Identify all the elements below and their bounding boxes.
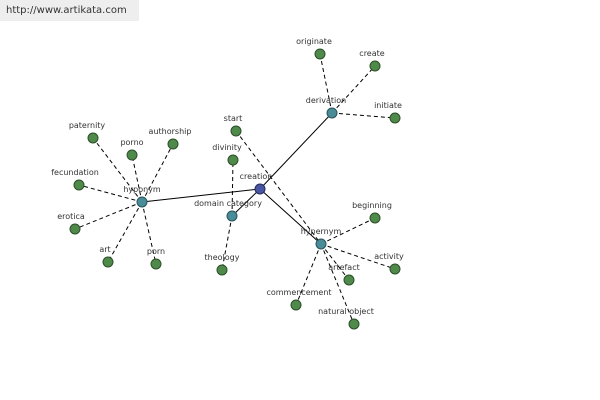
node-art[interactable] xyxy=(102,256,114,268)
label-initiate[interactable]: initiate xyxy=(374,101,402,110)
label-originate[interactable]: originate xyxy=(296,37,332,46)
edge-hypernym-natural-object xyxy=(320,243,355,325)
edge-hyponym-authorship xyxy=(141,143,174,203)
edge-hyponym-fecundation xyxy=(78,184,143,203)
node-creation[interactable] xyxy=(254,183,266,195)
node-initiate[interactable] xyxy=(389,112,401,124)
node-start[interactable] xyxy=(230,125,242,137)
edge-hypernym-activity xyxy=(320,243,396,270)
edge-creation-hyponym xyxy=(141,188,261,203)
label-hyponym[interactable]: hyponym xyxy=(123,185,161,194)
source-link[interactable]: http://www.artikata.com xyxy=(0,0,139,21)
edge-domain-category-divinity xyxy=(231,159,234,217)
edge-hypernym-artefact xyxy=(320,243,350,281)
edge-creation-hypernym xyxy=(259,188,322,245)
edge-hypernym-commencement xyxy=(295,243,322,306)
node-natural-object[interactable] xyxy=(348,318,360,330)
edge-derivation-initiate xyxy=(331,112,396,119)
label-creation[interactable]: creation xyxy=(240,172,273,181)
label-start[interactable]: start xyxy=(224,114,243,123)
graph-labels: originate create initiate start divinity theo… xyxy=(51,37,404,316)
node-theology[interactable] xyxy=(216,264,228,276)
label-create[interactable]: create xyxy=(359,49,384,58)
node-hyponym[interactable] xyxy=(136,196,148,208)
node-hypernym[interactable] xyxy=(315,238,327,250)
label-paternity[interactable]: paternity xyxy=(69,121,106,130)
node-porno[interactable] xyxy=(126,149,138,161)
label-fecundation[interactable]: fecundation xyxy=(51,168,99,177)
label-erotica[interactable]: erotica xyxy=(57,212,85,221)
label-natural-object[interactable]: natural object xyxy=(318,307,374,316)
edge-creation-derivation xyxy=(259,112,333,190)
edge-domain-category-theology xyxy=(221,215,233,271)
node-fecundation[interactable] xyxy=(73,179,85,191)
edge-hyponym-porno xyxy=(131,154,143,203)
edge-derivation-create xyxy=(331,65,376,114)
node-artefact[interactable] xyxy=(343,274,355,286)
label-beginning[interactable]: beginning xyxy=(352,201,392,210)
label-theology[interactable]: theology xyxy=(205,253,240,262)
label-porn[interactable]: porn xyxy=(147,247,165,256)
node-create[interactable] xyxy=(369,60,381,72)
label-art[interactable]: art xyxy=(99,245,110,254)
node-activity[interactable] xyxy=(389,263,401,275)
label-hypernym[interactable]: hypernym xyxy=(301,227,342,236)
node-divinity[interactable] xyxy=(227,154,239,166)
edge-hyponym-porn xyxy=(141,201,157,265)
label-commencement[interactable]: commencement xyxy=(266,288,331,297)
label-artefact[interactable]: artefact xyxy=(328,263,360,272)
node-porn[interactable] xyxy=(150,258,162,270)
edge-hyponym-erotica xyxy=(74,201,143,230)
label-derivation[interactable]: derivation xyxy=(306,96,346,105)
edge-hypernym-beginning xyxy=(320,217,376,245)
edge-hyponym-art xyxy=(107,201,143,263)
node-erotica[interactable] xyxy=(69,223,81,235)
node-originate[interactable] xyxy=(314,48,326,60)
node-domain-category[interactable] xyxy=(226,210,238,222)
edge-derivation-originate xyxy=(319,53,333,114)
edge-start-hypernym xyxy=(235,130,322,245)
graph-edges xyxy=(74,53,396,325)
label-authorship[interactable]: authorship xyxy=(149,127,192,136)
node-authorship[interactable] xyxy=(167,138,179,150)
node-paternity[interactable] xyxy=(87,132,99,144)
label-divinity[interactable]: divinity xyxy=(212,143,242,152)
label-domain-category[interactable]: domain category xyxy=(194,199,262,208)
edge-creation-domain-category xyxy=(231,188,261,217)
label-porno[interactable]: porno xyxy=(120,138,143,147)
node-beginning[interactable] xyxy=(369,212,381,224)
node-commencement[interactable] xyxy=(290,299,302,311)
graph-nodes xyxy=(69,48,401,330)
node-derivation[interactable] xyxy=(326,107,338,119)
label-activity[interactable]: activity xyxy=(374,252,404,261)
